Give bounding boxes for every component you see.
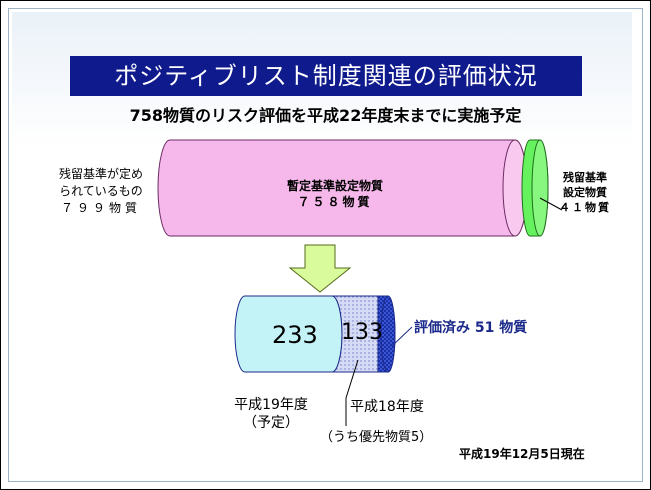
callout-line-51 — [391, 326, 413, 347]
slide-inner-frame — [8, 8, 643, 482]
value-233: 233 — [272, 321, 318, 349]
down-arrow — [288, 244, 352, 293]
cylinder-51 — [377, 295, 396, 373]
cylinder-133 — [331, 295, 379, 373]
small-cylinder-label: 残留基準 設定物質 ４１物質 — [559, 171, 611, 214]
evaluated-label: 評価済み 51 物質 — [414, 320, 528, 336]
callout-line-priority — [345, 359, 359, 399]
left-label: 残留基準が定め られているもの ７９９物質 — [58, 167, 143, 215]
small-cylinder — [521, 139, 563, 237]
big-cylinder-label: 暫定基準設定物質 ７５８物質 — [286, 179, 383, 209]
priority-label: （うち優先物質5） — [320, 430, 433, 445]
big-cylinder — [157, 139, 528, 237]
value-133: 133 — [341, 320, 383, 345]
slide-subtitle: 758物質のリスク評価を平成22年度末までに実施予定 — [129, 106, 522, 125]
date-label: 平成19年12月5日現在 — [459, 447, 585, 461]
slide-title: ポジティブリスト制度関連の評価状況 — [70, 56, 582, 96]
h19-label: 平成19年度 （予定） — [234, 397, 308, 431]
h18-label: 平成18年度 — [350, 399, 424, 415]
